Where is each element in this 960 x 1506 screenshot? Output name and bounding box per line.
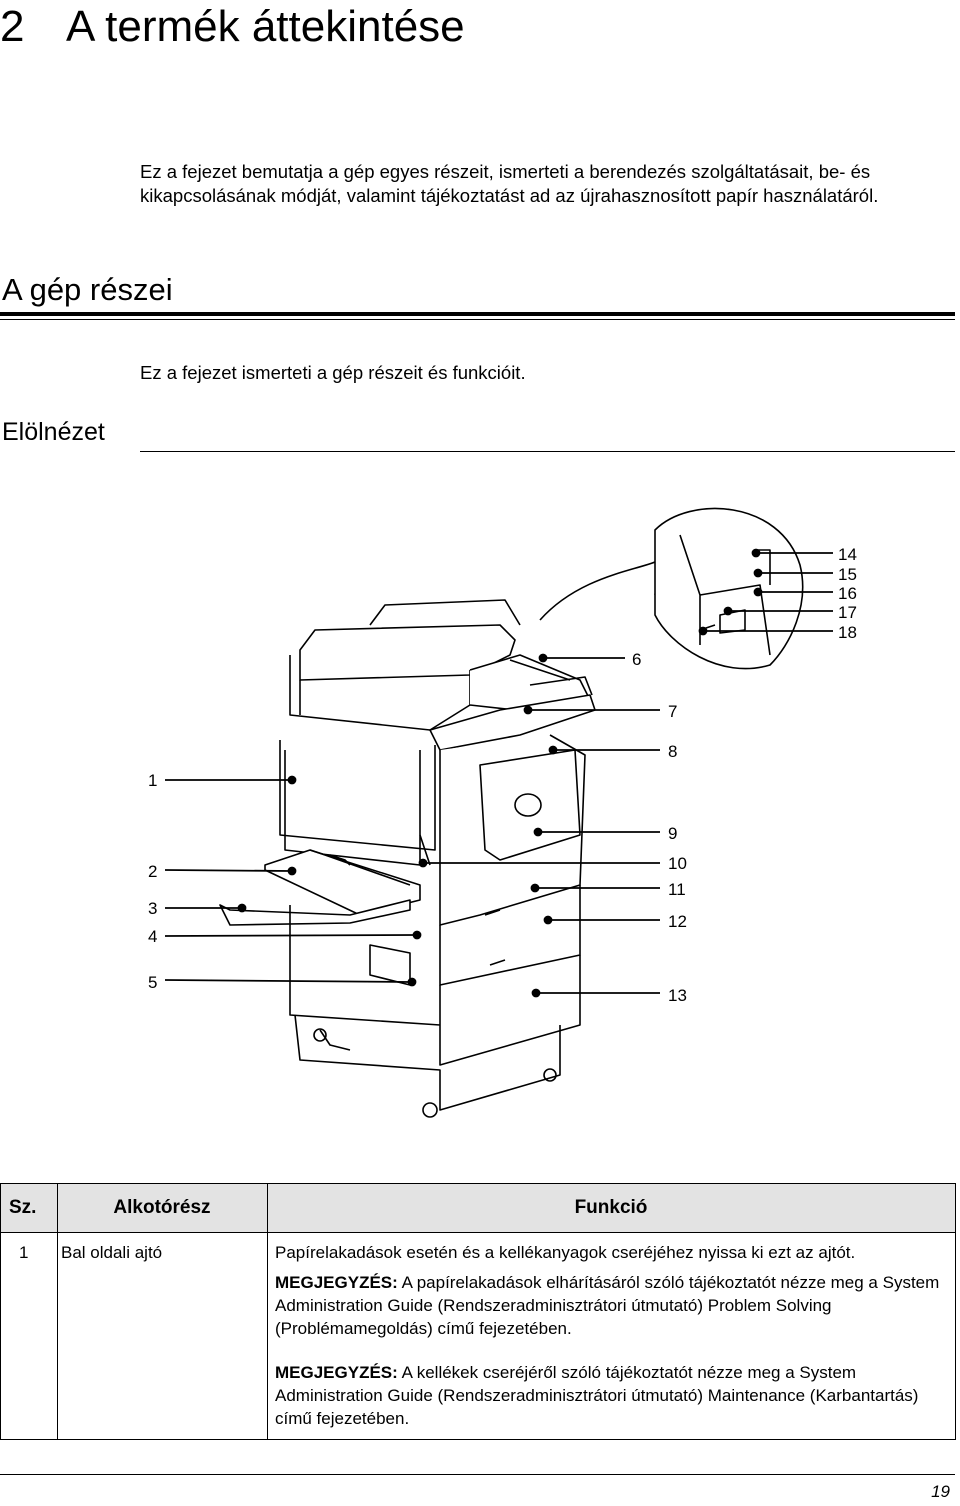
- callout-9: 9: [668, 824, 677, 843]
- section-title: A gép részei: [2, 272, 173, 307]
- note-text: A kellékek cseréjéről szóló tájékoztatót…: [275, 1363, 919, 1428]
- row-1-note-1: MEGJEGYZÉS: A papírelakadások elhárításá…: [275, 1271, 951, 1340]
- callout-numbers: 1 2 3 4 5 6 7 8 9 10 11 12 13 14 15 16 1…: [148, 545, 857, 1005]
- subsection-title: Elölnézet: [2, 418, 105, 446]
- header-function: Funkció: [267, 1184, 955, 1232]
- machine-drawing: [219, 507, 804, 1118]
- column-divider: [57, 1184, 58, 1439]
- chapter-intro: Ez a fejezet bemutatja a gép egyes része…: [140, 161, 879, 206]
- row-1-function: Papírelakadások esetén és a kellékanyago…: [275, 1243, 856, 1262]
- chapter-title: 2 A termék áttekintése: [0, 2, 465, 52]
- section-rule-thin: [0, 319, 955, 320]
- note-label: MEGJEGYZÉS:: [275, 1363, 398, 1382]
- callout-8: 8: [668, 742, 677, 761]
- callout-1: 1: [148, 771, 157, 790]
- chapter-number: 2: [0, 2, 25, 51]
- note-text: A papírelakadások elhárításáról szóló tá…: [275, 1273, 940, 1338]
- callout-6: 6: [632, 650, 641, 669]
- callout-3: 3: [148, 899, 157, 918]
- callout-4: 4: [148, 927, 157, 946]
- callout-2: 2: [148, 862, 157, 881]
- header-number: Sz.: [1, 1184, 57, 1232]
- row-1-part: Bal oldali ajtó: [61, 1243, 163, 1262]
- leader-lines: [164, 548, 833, 998]
- page-number: 19: [931, 1482, 950, 1501]
- header-divider: [1, 1232, 955, 1233]
- callout-11: 11: [668, 880, 686, 899]
- row-1-number: 1: [19, 1243, 29, 1262]
- header-part: Alkotórész: [57, 1184, 267, 1232]
- note-label: MEGJEGYZÉS:: [275, 1273, 398, 1292]
- front-view-illustration: 1 2 3 4 5 6 7 8 9 10 11 12 13 14 15 16 1…: [148, 507, 857, 1118]
- section-rule: [0, 312, 955, 316]
- row-1-note-2: MEGJEGYZÉS: A kellékek cseréjéről szóló …: [275, 1361, 951, 1430]
- callout-10: 10: [668, 854, 687, 873]
- callout-5: 5: [148, 973, 157, 992]
- section-intro: Ez a fejezet ismerteti a gép részeit és …: [140, 362, 526, 383]
- callout-13: 13: [668, 986, 687, 1005]
- parts-table: Sz. Alkotórész Funkció 1 Bal oldali ajtó…: [0, 1183, 956, 1440]
- chapter-title-text: A termék áttekintése: [66, 2, 465, 51]
- callout-17: 17: [838, 603, 857, 622]
- subsection-rule: [140, 451, 955, 452]
- callout-18: 18: [838, 623, 857, 642]
- callout-16: 16: [838, 584, 857, 603]
- callout-12: 12: [668, 912, 687, 931]
- column-divider: [267, 1184, 268, 1439]
- footer-rule: [0, 1474, 955, 1475]
- callout-14: 14: [838, 545, 857, 564]
- callout-15: 15: [838, 565, 857, 584]
- callout-7: 7: [668, 702, 677, 721]
